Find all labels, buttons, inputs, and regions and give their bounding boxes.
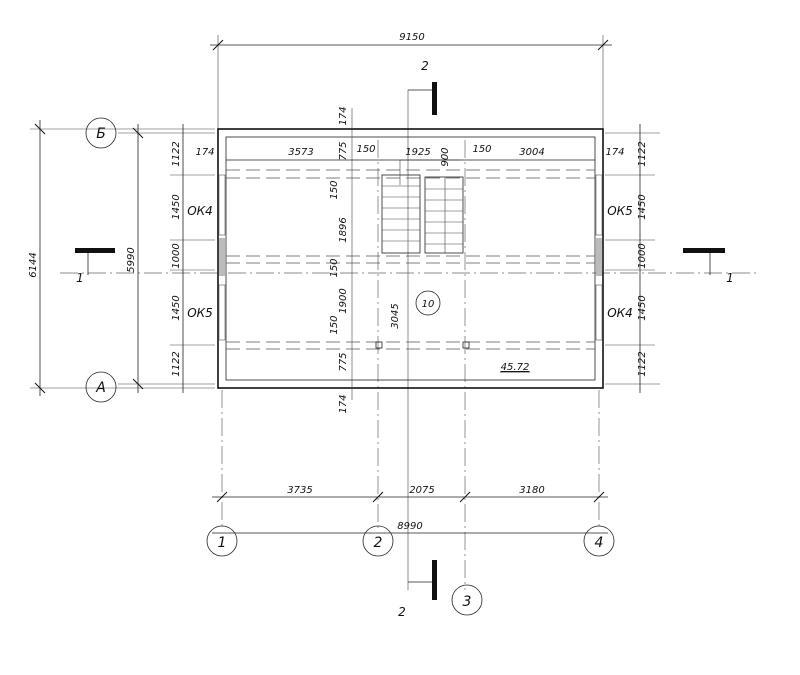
window-label-left-bottom: ОК5 <box>187 306 213 320</box>
staircase <box>381 159 464 254</box>
dim-1896: 1896 <box>338 217 349 242</box>
axis-label-2: 2 <box>374 535 383 551</box>
dim-8990: 8990 <box>397 521 422 532</box>
dim-bottom-2: 2075 <box>409 485 434 496</box>
dim-left-5: 1122 <box>171 351 182 376</box>
dim-900: 900 <box>440 147 451 166</box>
dim-right-5: 1122 <box>637 351 648 376</box>
dim-174-left: 174 <box>195 147 214 158</box>
beam-lines <box>226 108 595 400</box>
dim-right-2: 1450 <box>637 194 648 219</box>
dim-3045: 3045 <box>390 303 401 328</box>
axis-bubble-b <box>85 117 117 149</box>
axis-lines <box>30 35 760 590</box>
dim-3004: 3004 <box>519 147 544 158</box>
dim-174-right: 174 <box>605 147 624 158</box>
dim-5990: 5990 <box>126 247 137 272</box>
dim-right-3: 1000 <box>637 243 648 268</box>
room-number: 10 <box>422 299 435 310</box>
dim-left-2: 1450 <box>171 194 182 219</box>
dim-right-4: 1450 <box>637 295 648 320</box>
window-label-right-top: ОК5 <box>607 204 633 218</box>
axis-bubble-a <box>85 371 117 403</box>
dim-775-bottom: 775 <box>338 352 349 371</box>
window-label-left-top: ОК4 <box>187 204 213 218</box>
dim-150-b: 150 <box>472 144 491 155</box>
section-label-bottom: 2 <box>398 605 406 619</box>
axis-label-3: 3 <box>463 594 472 610</box>
axis-label-4: 4 <box>595 535 604 551</box>
building-walls <box>217 128 604 389</box>
dim-6144: 6144 <box>28 252 39 277</box>
window-labels: ОК4 ОК5 ОК5 ОК4 <box>187 204 633 320</box>
axis-label-1: 1 <box>218 535 227 551</box>
section-marks: 2 2 1 1 <box>75 59 734 619</box>
dimension-labels: 9150 3735 2075 3180 8990 6144 5990 1122 … <box>28 32 648 532</box>
dim-right-1: 1122 <box>637 141 648 166</box>
dim-left-3: 1000 <box>171 243 182 268</box>
axis-label-a: А <box>95 380 106 396</box>
dim-bottom-1: 3735 <box>287 485 312 496</box>
dim-1900: 1900 <box>338 288 349 313</box>
dim-775-top: 775 <box>338 141 349 160</box>
room-area: 45.72 <box>501 362 530 373</box>
section-label-top: 2 <box>421 59 429 73</box>
axis-markers: Б А 1 2 3 4 <box>85 117 615 616</box>
dim-3573: 3573 <box>288 147 313 158</box>
room-marker: 10 45.72 <box>415 290 530 373</box>
dim-left-4: 1450 <box>171 295 182 320</box>
dim-150-a: 150 <box>356 144 375 155</box>
dim-9150: 9150 <box>399 32 424 43</box>
window-label-right-bottom: ОК4 <box>607 306 633 320</box>
axis-label-b: Б <box>96 126 106 142</box>
dim-bottom-3: 3180 <box>519 485 544 496</box>
dim-1925: 1925 <box>405 147 430 158</box>
dim-left-1: 1122 <box>171 141 182 166</box>
section-label-left: 1 <box>76 271 84 285</box>
dim-150-v-a: 150 <box>329 180 340 199</box>
dimension-lines <box>34 39 641 534</box>
section-label-right: 1 <box>726 271 734 285</box>
dim-174-top: 174 <box>338 106 349 125</box>
dim-150-v-c: 150 <box>329 315 340 334</box>
dim-150-v-b: 150 <box>329 258 340 277</box>
dim-174-bottom: 174 <box>338 394 349 413</box>
